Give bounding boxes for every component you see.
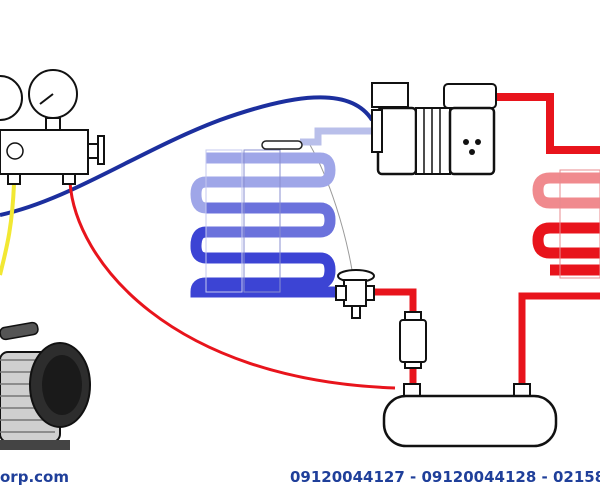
evaporator-header [261,140,303,150]
vacuum-pump [0,321,91,450]
charging-hose-red [68,181,396,390]
website-text: orp.com [0,468,69,486]
condenser-return-line [518,292,600,386]
expansion-valve [335,269,375,319]
evaporator-outlet [300,127,375,146]
discharge-line [494,93,600,154]
compressor [371,82,497,176]
liquid-line [370,288,417,318]
filter-drier [399,311,427,369]
condenser-coil [532,169,600,279]
charging-hose-yellow [0,183,16,276]
phone-numbers: 09120044127 - 09120044128 - 02158 [290,468,600,486]
receiver-tank [382,383,558,448]
manifold-gauge [0,69,105,185]
evaporator-coil [190,140,340,298]
suction-line [0,95,374,217]
